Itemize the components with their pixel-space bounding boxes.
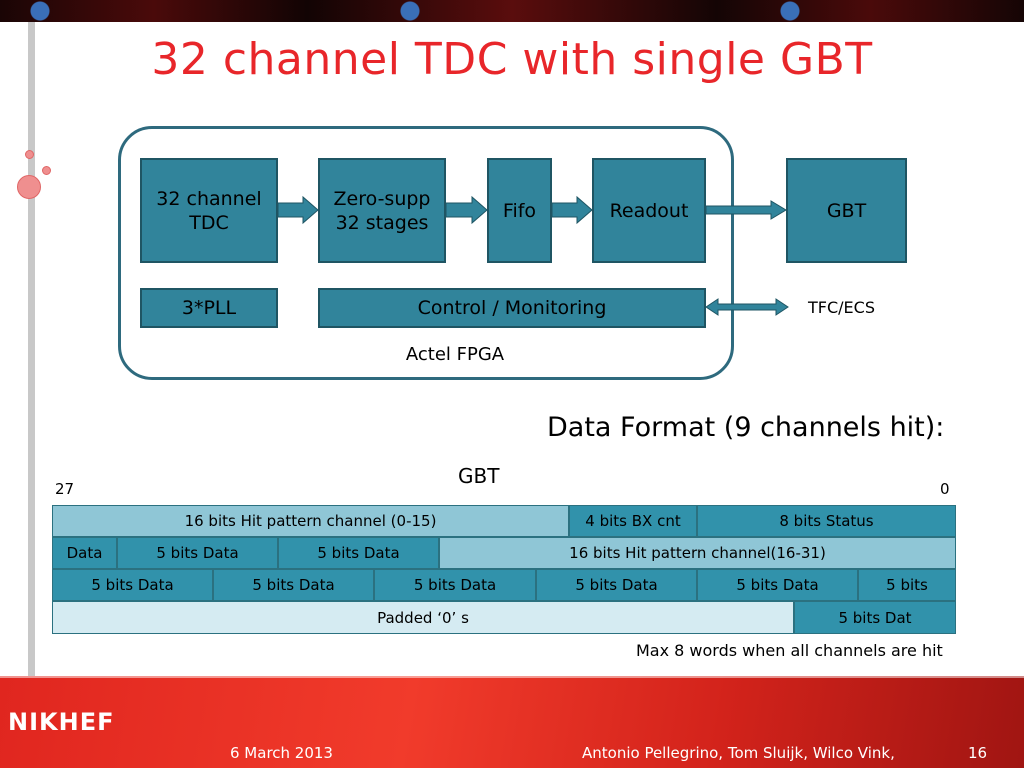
readout-block: Readout (592, 158, 706, 263)
top-banner (0, 0, 1024, 22)
max-words-note: Max 8 words when all channels are hit (636, 641, 943, 660)
page-number: 16 (968, 744, 988, 762)
gbt-block-label: GBT (826, 199, 867, 222)
arrow-tdc-to-zerosupp (277, 195, 319, 225)
fpga-label: Actel FPGA (405, 344, 505, 365)
tdc-block-label: 32 channel TDC (156, 187, 262, 234)
arrow-zerosupp-to-fifo (445, 195, 488, 225)
tfc-ecs-label: TFC/ECS (808, 298, 875, 317)
bit-index-low: 0 (940, 480, 950, 498)
pll-block: 3*PLL (140, 288, 278, 328)
footer-authors: Antonio Pellegrino, Tom Sluijk, Wilco Vi… (582, 744, 895, 762)
arrow-readout-to-gbt (705, 200, 787, 220)
arrow-fifo-to-readout (551, 195, 593, 225)
zero-supp-block-label: Zero-supp 32 stages (333, 187, 431, 234)
control-monitoring-label: Control / Monitoring (417, 297, 607, 319)
tdc-block: 32 channel TDC (140, 158, 278, 263)
footer-date: 6 March 2013 (230, 744, 333, 762)
decor-dot (25, 150, 34, 159)
pll-block-label: 3*PLL (181, 297, 237, 319)
nikhef-logo: NIKHEF (8, 708, 115, 736)
data-format-title: Data Format (9 channels hit): (547, 412, 945, 443)
slide-title: 32 channel TDC with single GBT (151, 34, 873, 85)
control-monitoring-block: Control / Monitoring (318, 288, 706, 328)
footer-band (0, 676, 1024, 768)
fifo-block-label: Fifo (502, 199, 537, 222)
fifo-block: Fifo (487, 158, 552, 263)
footer-divider (0, 676, 1024, 678)
decor-dot (42, 166, 51, 175)
gbt-block: GBT (786, 158, 907, 263)
bit-index-high: 27 (55, 480, 75, 498)
zero-supp-block: Zero-supp 32 stages (318, 158, 446, 263)
decor-dot (17, 175, 41, 199)
readout-block-label: Readout (609, 199, 689, 222)
left-decor-bar (28, 22, 35, 684)
gbt-word-label: GBT (458, 464, 500, 488)
fpga-container (118, 126, 734, 380)
arrow-control-tfc (705, 298, 789, 316)
